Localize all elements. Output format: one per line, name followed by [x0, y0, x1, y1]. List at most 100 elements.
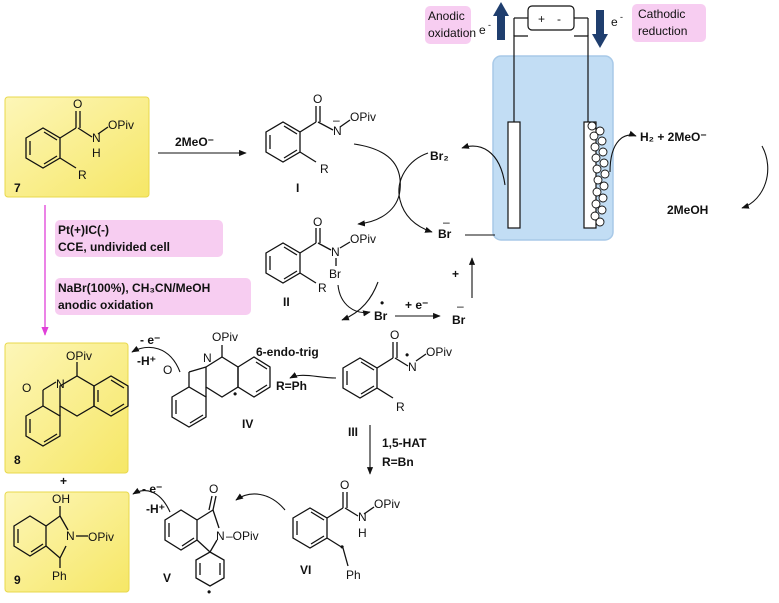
atom-label: R	[320, 162, 329, 176]
atom-label: O	[209, 482, 218, 496]
cond-nabr: NaBr(100%), CH₃CN/MeOH	[58, 281, 210, 295]
highlight-8	[4, 342, 129, 474]
atom-label: –	[457, 299, 464, 313]
atom-label: OPiv	[426, 345, 452, 359]
atom-label: N	[92, 131, 101, 145]
highlight-9	[4, 491, 130, 593]
intermediate-III	[342, 342, 427, 399]
label-8: 8	[14, 453, 21, 467]
atom-label: R	[396, 400, 405, 414]
atom-label: R	[78, 168, 87, 182]
atom-label: O	[340, 478, 349, 492]
anodic-label-1: Anodic	[428, 9, 465, 23]
atom-label: Br	[329, 267, 341, 281]
electron-anode-label: e	[479, 23, 486, 37]
cathodic-label-1: Cathodic	[638, 7, 685, 21]
plus-products: +	[60, 474, 67, 488]
atom-label: O	[313, 215, 322, 229]
cond-anodic: anodic oxidation	[58, 298, 153, 312]
label-II: II	[283, 295, 290, 309]
br-radical: Br	[374, 309, 388, 323]
atom-label: H	[92, 146, 101, 160]
compound-7-structure	[25, 111, 109, 169]
power-source	[527, 5, 575, 31]
atom-label: N	[216, 529, 225, 543]
atom-label: OPiv	[88, 530, 114, 544]
cond-rbn: R=Bn	[382, 455, 414, 469]
atom-label: O	[22, 381, 31, 395]
atom-label: -	[488, 20, 491, 30]
plus-terminal: +	[538, 12, 545, 26]
highlight-7	[4, 96, 150, 198]
electrochemical-cell: + - e - e - Anodic oxidation	[425, 2, 769, 241]
br2-label: Br₂	[430, 149, 449, 163]
atom-label: OPiv	[374, 497, 400, 511]
atom-label: •	[340, 540, 344, 554]
label-I: I	[296, 181, 299, 195]
atom-label: -	[620, 12, 623, 22]
cathodic-label-2: reduction	[638, 24, 687, 38]
anodic-label-2: oxidation	[428, 26, 476, 40]
atom-label: N	[331, 245, 340, 259]
cond-cce: CCE, undivided cell	[58, 240, 170, 254]
atom-label: R	[318, 281, 327, 295]
hydrogen-bubbles	[587, 121, 610, 227]
atom-label: O	[73, 97, 82, 111]
cond-endo: 6-endo-trig	[256, 345, 319, 359]
cond-minus-e-1: - e⁻	[140, 333, 160, 347]
compound-9-structure	[13, 506, 88, 568]
atom-label: N	[56, 377, 65, 391]
atom-label: Ph	[346, 568, 361, 582]
atom-label: OPiv	[350, 110, 376, 124]
br-anion-2: Br	[452, 313, 466, 327]
atom-label: H	[358, 526, 367, 540]
atom-label: –	[443, 215, 450, 229]
atom-label: OPiv	[212, 330, 238, 344]
electron-flow-arrows	[493, 2, 608, 48]
atom-label: •	[207, 585, 211, 598]
atom-label: OPiv	[350, 232, 376, 246]
atom-label: Ph	[52, 569, 67, 583]
intermediate-V	[164, 495, 225, 587]
atom-label: N	[203, 351, 212, 365]
label-VI: VI	[300, 563, 311, 577]
label-V: V	[163, 571, 171, 585]
atom-label: +	[452, 267, 459, 281]
cell-body	[492, 55, 614, 241]
label-III: III	[348, 425, 358, 439]
atom-label: OH	[52, 492, 70, 506]
atom-label: O	[313, 92, 322, 106]
atom-label: •	[380, 296, 384, 310]
label-9: 9	[14, 573, 21, 587]
meoh-label: 2MeOH	[667, 203, 708, 217]
intermediate-II	[265, 228, 351, 284]
compound-8-structure	[25, 362, 129, 447]
intermediate-VI	[292, 492, 375, 567]
atom-label: N	[333, 124, 342, 138]
atom-label: O	[390, 328, 399, 342]
atom-label: O	[163, 363, 172, 377]
intermediate-IV	[171, 345, 271, 428]
br-anion-label: Br	[438, 227, 452, 241]
intermediate-I	[265, 106, 351, 163]
atom-label: •	[233, 387, 237, 401]
atom-label: –OPiv	[226, 529, 259, 543]
atom-label: N	[66, 529, 75, 543]
label-7: 7	[14, 181, 21, 195]
cond-pt: Pt(+)IC(-)	[58, 223, 109, 237]
label-IV: IV	[242, 417, 253, 431]
cond-hat: 1,5-HAT	[382, 436, 427, 450]
atom-label: OPiv	[108, 118, 134, 132]
cond-rph: R=Ph	[276, 379, 307, 393]
minus-terminal: -	[557, 12, 561, 26]
cond-meo: 2MeO⁻	[175, 135, 214, 149]
cond-minus-h-2: -H⁺	[146, 502, 165, 516]
h2-reaction: H₂ + 2MeO⁻	[640, 130, 707, 144]
plus-electron: + e⁻	[405, 298, 428, 312]
atom-label: –	[333, 113, 340, 127]
electron-cathode-label: e	[611, 15, 618, 29]
atom-label: N	[408, 360, 417, 374]
atom-label: OPiv	[66, 349, 92, 363]
anode-electrode	[507, 121, 521, 229]
